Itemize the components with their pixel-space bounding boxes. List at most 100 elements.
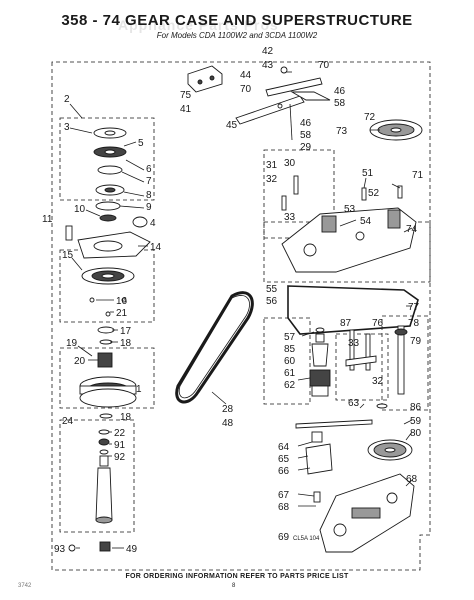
callout-68b: 68 — [406, 474, 418, 485]
washer-86 — [376, 403, 388, 409]
callout-55: 55 — [266, 284, 278, 295]
screw-93 — [68, 544, 76, 552]
callout-46b: 46 — [300, 118, 312, 129]
callout-29: 29 — [300, 142, 312, 153]
document-code: 3742 — [18, 583, 32, 589]
pulley-box — [59, 249, 155, 323]
callout-7: 7 — [146, 176, 152, 187]
callout-71: 71 — [412, 170, 424, 181]
diagram-subtitle: For Models CDA 1100W2 and 3CDA 1100W2 — [156, 31, 318, 40]
callout-58b: 58 — [300, 130, 312, 141]
callout-80: 80 — [410, 428, 422, 439]
link-44 — [265, 77, 323, 97]
callout-45: 45 — [226, 120, 238, 131]
callout-9: 9 — [146, 202, 152, 213]
callout-30: 30 — [284, 158, 296, 169]
callout-16: 16 — [116, 296, 128, 307]
callout-59: 59 — [410, 416, 422, 427]
callout-10: 10 — [74, 204, 86, 215]
ordering-note: FOR ORDERING INFORMATION REFER TO PARTS … — [125, 573, 349, 580]
callout-70a: 70 — [318, 60, 330, 71]
callout-19: 19 — [66, 338, 78, 349]
callout-68a: 68 — [278, 502, 290, 513]
callout-4: 4 — [150, 218, 156, 229]
callout-46a: 46 — [334, 86, 346, 97]
callout-58a: 58 — [334, 98, 346, 109]
yoke-66 — [305, 431, 333, 503]
pinion-box — [263, 317, 311, 405]
page-number: 8 — [232, 583, 236, 589]
callout-73: 73 — [336, 126, 348, 137]
pinion-stack — [309, 327, 331, 397]
bolts-30-32 — [281, 175, 299, 211]
callout-66: 66 — [278, 466, 290, 477]
callout-76: 76 — [372, 318, 384, 329]
shift-box — [335, 333, 389, 401]
washer-stack — [65, 201, 148, 241]
pulley — [81, 267, 135, 317]
gear-case-base — [319, 473, 415, 553]
callout-41: 41 — [180, 104, 192, 115]
callout-21: 21 — [116, 308, 128, 319]
callout-1: 1 — [136, 384, 142, 395]
callout-51: 51 — [362, 168, 374, 179]
washer-17 — [97, 326, 115, 334]
callout-72: 72 — [364, 112, 376, 123]
rod-63 — [295, 419, 373, 429]
callout-78: 78 — [408, 318, 420, 329]
shaft-79 — [394, 325, 408, 395]
callout-63: 63 — [348, 398, 360, 409]
callout-28: 28 — [222, 404, 234, 415]
callout-69: 69 — [278, 532, 290, 543]
bracket-75 — [187, 65, 223, 93]
callout-5: 5 — [138, 138, 144, 149]
link-46 — [290, 91, 331, 101]
gear-80 — [367, 439, 413, 461]
callout-79: 79 — [410, 336, 422, 347]
callout-3: 3 — [64, 122, 70, 133]
callout-93: 93 — [54, 544, 66, 555]
callout-74: 74 — [406, 224, 418, 235]
bolt-51 — [361, 187, 367, 201]
callout-92: 92 — [114, 452, 126, 463]
agitator-shaft — [95, 429, 113, 524]
callout-6: 6 — [146, 164, 152, 175]
callout-labels: 2 3 5 6 7 8 9 10 11 4 14 15 16 21 17 18 … — [42, 46, 424, 555]
shaft-box — [381, 315, 429, 411]
callout-18a: 18 — [120, 338, 132, 349]
callout-20: 20 — [74, 356, 86, 367]
callout-54: 54 — [360, 216, 372, 227]
clutch-stack — [93, 127, 127, 196]
callout-52: 52 — [368, 188, 380, 199]
callout-49: 49 — [126, 544, 138, 555]
callout-14: 14 — [150, 242, 162, 253]
clutch-box — [59, 117, 155, 201]
washer-18b — [99, 413, 113, 419]
nut-49 — [99, 541, 111, 552]
gear-pulley — [369, 119, 423, 141]
callout-31: 31 — [266, 160, 278, 171]
callout-60: 60 — [284, 356, 296, 367]
callout-62: 62 — [284, 380, 296, 391]
callout-32a: 32 — [266, 174, 278, 185]
link-45 — [235, 95, 305, 125]
callout-75: 75 — [180, 90, 192, 101]
callout-33a: 33 — [284, 212, 296, 223]
drive-belt — [175, 291, 254, 404]
callout-53: 53 — [344, 204, 356, 215]
agitator-shaft-box — [59, 419, 135, 533]
bearing-20 — [97, 352, 113, 368]
callout-86: 86 — [410, 402, 422, 413]
callout-15: 15 — [62, 250, 74, 261]
outer-frame — [51, 61, 431, 571]
callout-2: 2 — [64, 94, 70, 105]
shift-lever — [345, 329, 377, 371]
callout-67: 67 — [278, 490, 290, 501]
watermark: Appliance Parts Pros — [118, 17, 279, 33]
screw-42 — [280, 66, 288, 74]
callout-85: 85 — [284, 344, 296, 355]
gear-case-box — [263, 221, 431, 283]
callout-48: 48 — [222, 418, 234, 429]
